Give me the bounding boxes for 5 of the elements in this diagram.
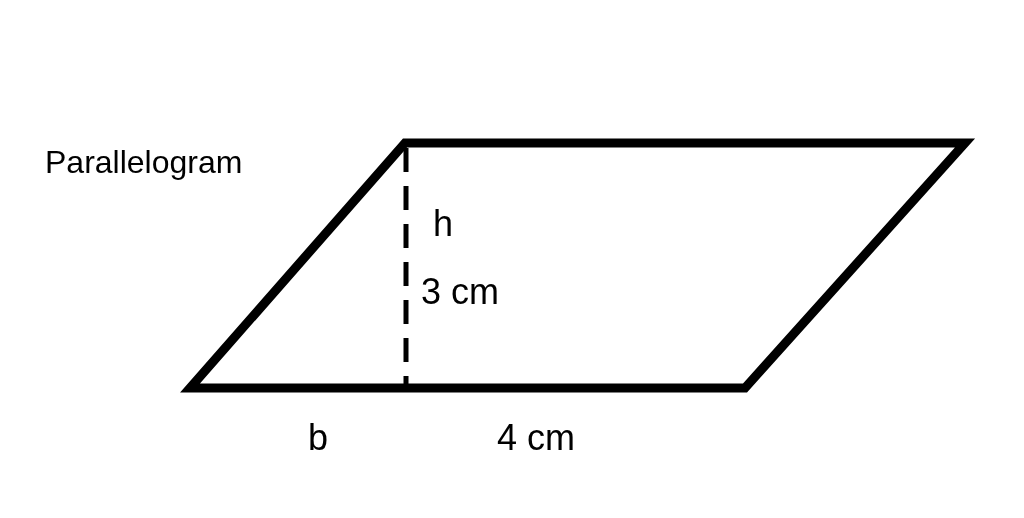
dimension-text: 3 cm	[421, 274, 499, 310]
dimension-text: 4 cm	[497, 420, 575, 456]
shape-name: Parallelogram	[45, 146, 243, 178]
height-label: h	[433, 206, 454, 242]
base-label: b	[308, 420, 329, 456]
